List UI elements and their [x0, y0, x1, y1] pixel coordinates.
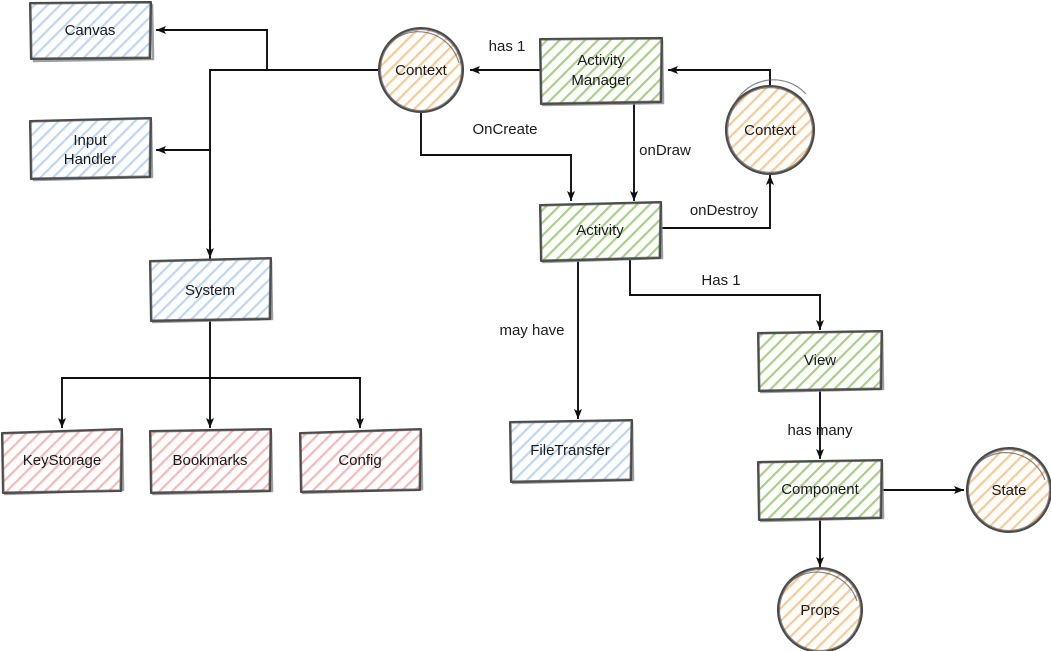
- edge-context-left-trunk: [209, 69, 380, 259]
- node-component[interactable]: Component: [756, 458, 885, 523]
- edge-label-ondraw: onDraw: [639, 142, 691, 159]
- edge-activity-to-view: [629, 260, 824, 330]
- edge-context-right-to-activity-manager: [668, 66, 771, 87]
- node-bookmarks[interactable]: Bookmarks: [148, 427, 274, 496]
- node-system[interactable]: System: [148, 256, 274, 324]
- node-view[interactable]: View: [756, 329, 885, 394]
- node-activity[interactable]: Activity: [538, 200, 664, 264]
- edge-label-has-1: has 1: [489, 38, 526, 55]
- node-keystorage[interactable]: KeyStorage: [0, 427, 125, 496]
- edge-system-trunk: [61, 320, 361, 379]
- node-context-left[interactable]: Context: [377, 26, 465, 114]
- node-canvas[interactable]: Canvas: [28, 0, 155, 63]
- edge-context-left-to-canvas: [156, 26, 268, 69]
- edge-label-may-have: may have: [499, 322, 564, 339]
- edges-layer: [58, 26, 964, 567]
- edge-label-has-1b: Has 1: [701, 272, 740, 289]
- edge-activity-to-context-right: [661, 175, 774, 229]
- edge-context-left-to-activity: [420, 111, 575, 201]
- node-input-handler[interactable]: Input Handler: [28, 116, 154, 182]
- edge-label-ondestroy: onDestroy: [690, 202, 759, 219]
- node-context-right[interactable]: Context: [724, 79, 816, 176]
- node-state[interactable]: State: [965, 446, 1051, 534]
- node-filetransfer[interactable]: FileTransfer: [508, 418, 635, 485]
- edge-label-oncreate: OnCreate: [472, 121, 537, 138]
- node-activity-manager[interactable]: Activity Manager: [538, 36, 665, 107]
- node-props[interactable]: Props: [776, 566, 864, 651]
- node-config[interactable]: Config: [298, 427, 424, 495]
